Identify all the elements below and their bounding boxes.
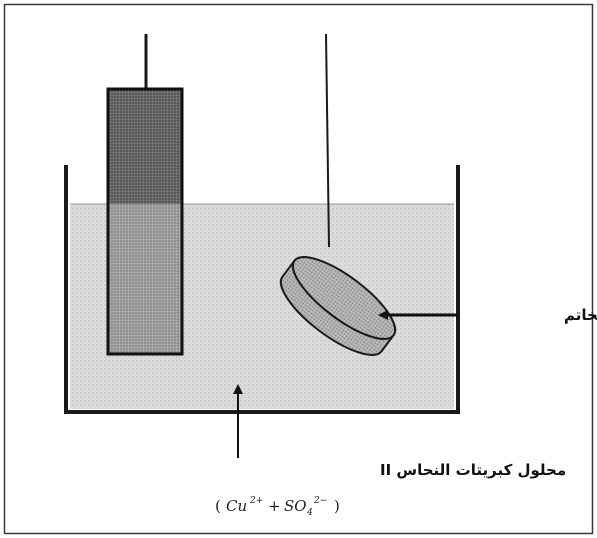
svg-text:2+: 2+ — [249, 496, 263, 506]
ring-label: الخاتم — [564, 306, 597, 324]
beaker — [64, 165, 460, 414]
svg-text:2−: 2− — [313, 496, 327, 506]
ring-wire — [325, 33, 330, 248]
svg-text:+: + — [268, 497, 281, 515]
svg-text:4: 4 — [306, 508, 313, 518]
ring-object — [279, 256, 397, 356]
svg-text:SO: SO — [284, 497, 307, 515]
copper-electrode — [106, 87, 184, 356]
solution-label: محلول كبريتات النحاس II — [380, 461, 566, 479]
solution-formula: ( Cu 2+ + SO 4 2− ) — [215, 496, 340, 518]
svg-text:(: ( — [215, 497, 221, 515]
svg-text:): ) — [334, 497, 340, 515]
svg-text:Cu: Cu — [226, 497, 247, 515]
